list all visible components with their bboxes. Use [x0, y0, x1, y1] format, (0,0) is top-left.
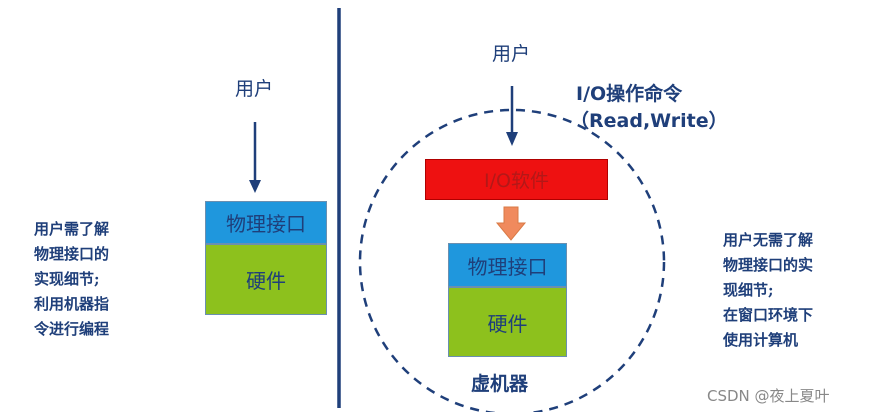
right-hardware-box: 硬件: [448, 287, 567, 357]
right-note-line: 用户无需了解: [723, 231, 814, 249]
left-note-line: 利用机器指: [34, 295, 110, 313]
right-note-line: 物理接口的实: [723, 256, 814, 274]
right-note: 用户无需了解 物理接口的实 现细节; 在窗口环境下 使用计算机: [723, 228, 813, 353]
left-user-label: 用户: [235, 78, 274, 100]
right-note-line: 现细节;: [723, 281, 774, 299]
left-note-line: 令进行编程: [34, 320, 110, 338]
left-note-line: 物理接口的: [34, 245, 110, 263]
left-note-line: 实现细节;: [34, 270, 100, 288]
left-user-arrowhead: [249, 180, 261, 193]
right-user-label: 用户: [492, 43, 531, 65]
right-note-line: 在窗口环境下: [723, 306, 814, 324]
virtual-machine-circle: [358, 108, 666, 412]
left-note-line: 用户需了解: [34, 220, 110, 238]
left-note: 用户需了解 物理接口的 实现细节; 利用机器指 令进行编程: [34, 217, 109, 342]
orange-down-arrow: [495, 206, 527, 241]
io-software-box: I/O软件: [425, 159, 608, 200]
watermark: CSDN @夜上夏叶: [707, 387, 830, 405]
io-command-sub-label: （Read,Write）: [570, 110, 728, 132]
left-physical-interface-box: 物理接口: [205, 201, 327, 244]
right-note-line: 使用计算机: [723, 331, 799, 349]
virtual-machine-label: 虚机器: [471, 373, 529, 395]
left-hardware-box: 硬件: [205, 244, 327, 315]
right-physical-interface-box: 物理接口: [448, 243, 567, 287]
right-user-arrowhead: [506, 132, 518, 146]
io-command-label: I/O操作命令: [576, 83, 683, 105]
